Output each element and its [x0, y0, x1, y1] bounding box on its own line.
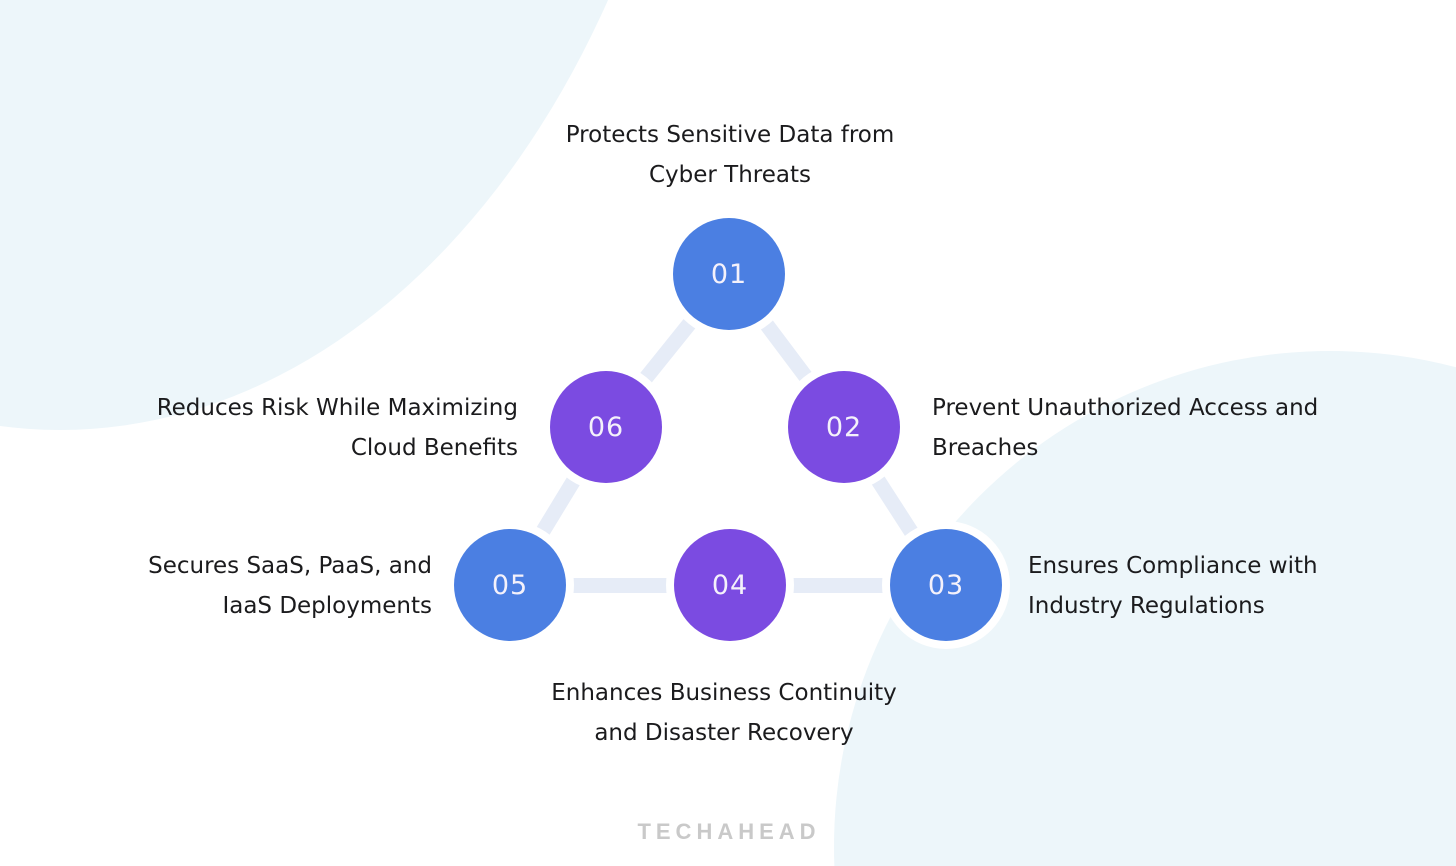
- step-label-03: Ensures Compliance with Industry Regulat…: [1028, 546, 1418, 626]
- step-label-02-line2: Breaches: [932, 435, 1039, 461]
- step-number-01: 01: [710, 258, 748, 290]
- step-circle-06: 06: [550, 371, 662, 483]
- watermark-logo: TECHAHEAD: [637, 819, 821, 844]
- step-circle-04: 04: [674, 529, 786, 641]
- step-circle-02: 02: [788, 371, 900, 483]
- step-number-03: 03: [927, 569, 965, 601]
- step-number-05: 05: [491, 569, 529, 601]
- step-label-03-line1: Ensures Compliance with: [1028, 553, 1318, 579]
- step-label-01-line2: Cyber Threats: [648, 162, 811, 188]
- step-label-06: Reduces Risk While Maximizing Cloud Bene…: [60, 388, 518, 468]
- step-label-05: Secures SaaS, PaaS, and IaaS Deployments: [60, 546, 432, 626]
- step-label-01: Protects Sensitive Data from Cyber Threa…: [400, 115, 1060, 195]
- step-label-03-line2: Industry Regulations: [1028, 593, 1265, 619]
- step-label-05-line1: Secures SaaS, PaaS, and: [148, 553, 432, 579]
- step-circle-01: 01: [673, 218, 785, 330]
- background-blob-top-left: [0, 0, 710, 430]
- step-label-04: Enhances Business Continuity and Disaste…: [424, 673, 1024, 753]
- step-label-02-line1: Prevent Unauthorized Access and: [932, 395, 1319, 421]
- step-label-04-line2: and Disaster Recovery: [594, 720, 854, 746]
- step-circle-03: 03: [890, 529, 1002, 641]
- step-label-02: Prevent Unauthorized Access and Breaches: [932, 388, 1402, 468]
- step-label-01-line1: Protects Sensitive Data from: [565, 122, 895, 148]
- step-label-06-line2: Cloud Benefits: [350, 435, 518, 461]
- step-label-04-line1: Enhances Business Continuity: [551, 680, 897, 706]
- step-label-05-line2: IaaS Deployments: [222, 593, 432, 619]
- step-circle-05: 05: [454, 529, 566, 641]
- step-number-06: 06: [587, 411, 625, 443]
- step-number-04: 04: [711, 569, 749, 601]
- step-number-02: 02: [825, 411, 863, 443]
- step-label-06-line1: Reduces Risk While Maximizing: [156, 395, 518, 421]
